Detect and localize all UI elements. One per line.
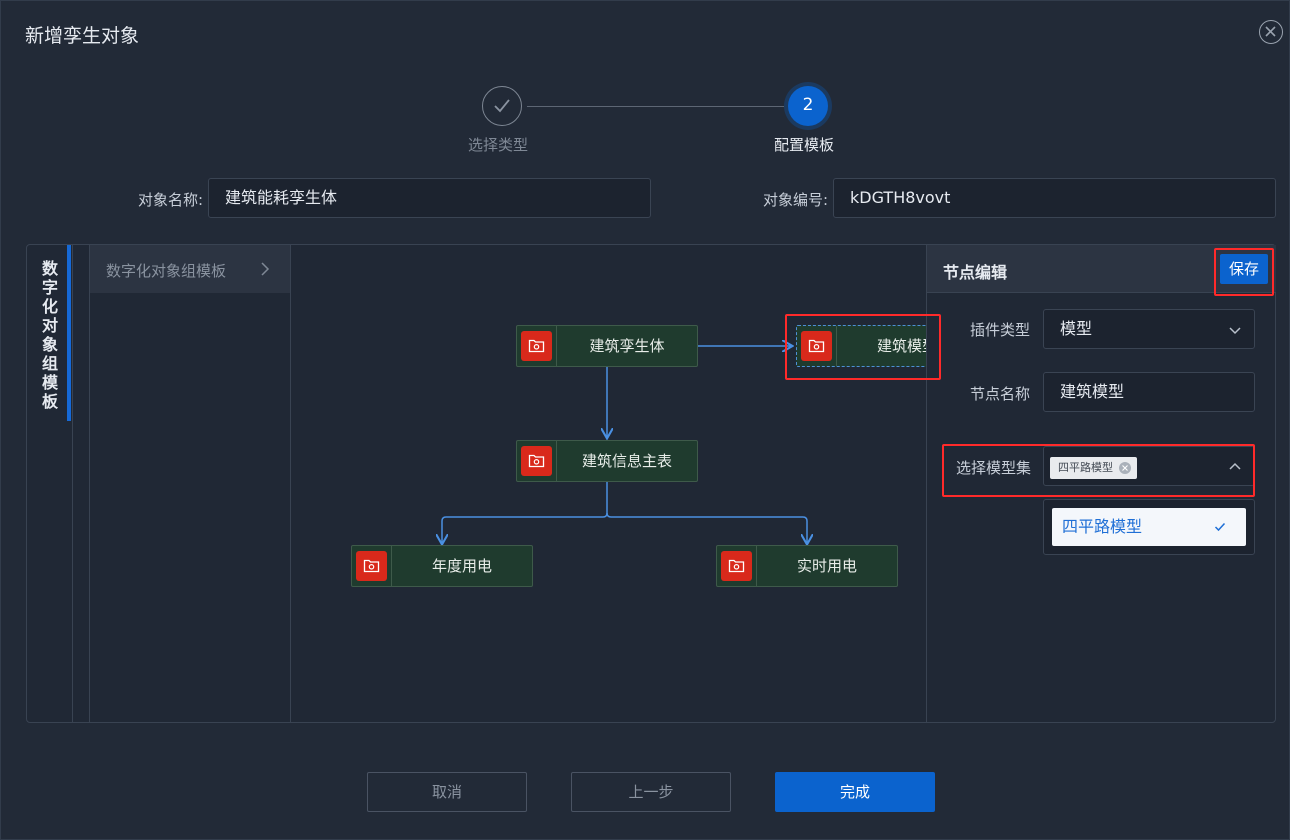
flow-node-year[interactable]: 年度用电 [351, 545, 533, 587]
object-code-input[interactable]: kDGTH8vovt [833, 178, 1276, 218]
model-set-label: 选择模型集 [955, 459, 1031, 477]
finish-button[interactable]: 完成 [775, 772, 935, 812]
step-2-label: 配置模板 [773, 136, 834, 154]
object-name-input[interactable]: 建筑能耗孪生体 [208, 178, 651, 218]
node-name-label: 节点名称 [969, 385, 1030, 403]
tree-header[interactable]: 数字化对象组模板 [90, 245, 290, 293]
flow-connectors [291, 245, 926, 722]
node-editor-title: 节点编辑 [943, 263, 1008, 282]
flow-node-label: 年度用电 [431, 557, 492, 575]
folder-icon [521, 331, 552, 361]
chevron-up-icon [1229, 462, 1241, 470]
flow-canvas: 建筑孪生体 建筑模型 建筑信息主表 年度用电 实时用电 [291, 245, 926, 722]
check-icon [1214, 522, 1226, 532]
flow-node-info[interactable]: 建筑信息主表 [516, 440, 698, 482]
check-icon [494, 99, 510, 113]
step-1-circle [482, 86, 522, 126]
close-icon[interactable] [1259, 20, 1283, 44]
model-set-tag: 四平路模型 [1050, 457, 1137, 479]
tree-header-label: 数字化对象组模板 [106, 262, 227, 280]
dialog-title: 新增孪生对象 [25, 25, 140, 47]
dropdown-option[interactable]: 四平路模型 [1052, 508, 1246, 546]
model-set-select[interactable]: 四平路模型 [1043, 446, 1255, 486]
side-tab-indicator [67, 245, 71, 421]
step-connector [527, 106, 784, 107]
node-name-input[interactable]: 建筑模型 [1043, 372, 1255, 412]
flow-node-label: 建筑孪生体 [589, 337, 665, 355]
side-tab[interactable]: 数字化对象组模板 [27, 245, 73, 723]
node-editor-header: 节点编辑 保存 [927, 245, 1276, 293]
flow-node-label: 建筑模型 [876, 337, 926, 355]
flow-node-realtime[interactable]: 实时用电 [716, 545, 898, 587]
dropdown-option-label: 四平路模型 [1062, 517, 1143, 536]
flow-node-root[interactable]: 建筑孪生体 [516, 325, 698, 367]
connector-info-year [442, 482, 608, 543]
step-1-label: 选择类型 [467, 136, 528, 154]
step-2-circle: 2 [788, 86, 828, 126]
flow-node-label: 建筑信息主表 [581, 452, 672, 470]
plugin-type-select[interactable]: 模型 [1043, 309, 1255, 349]
chevron-down-icon [1229, 327, 1241, 335]
tag-close-icon[interactable] [1119, 462, 1131, 474]
node-editor: 节点编辑 保存 [926, 245, 1276, 722]
object-code-label: 对象编号: [762, 191, 828, 209]
chevron-right-icon [261, 262, 270, 276]
folder-icon [721, 551, 752, 581]
flow-node-model[interactable]: 建筑模型 [796, 325, 926, 367]
plugin-type-value: 模型 [1060, 319, 1093, 338]
object-name-label: 对象名称: [137, 191, 203, 209]
connector-info-realtime [606, 512, 807, 543]
cancel-button[interactable]: 取消 [367, 772, 527, 812]
template-tree: 数字化对象组模板 [89, 245, 291, 723]
flow-node-label: 实时用电 [796, 557, 857, 575]
save-button[interactable]: 保存 [1220, 254, 1268, 284]
prev-step-button[interactable]: 上一步 [571, 772, 731, 812]
plugin-type-label: 插件类型 [969, 321, 1030, 339]
model-set-dropdown: 四平路模型 [1043, 499, 1255, 555]
folder-icon [801, 331, 832, 361]
model-set-tag-label: 四平路模型 [1058, 461, 1113, 474]
side-tab-label: 数字化对象组模板 [41, 259, 58, 411]
folder-icon [356, 551, 387, 581]
folder-icon [521, 446, 552, 476]
